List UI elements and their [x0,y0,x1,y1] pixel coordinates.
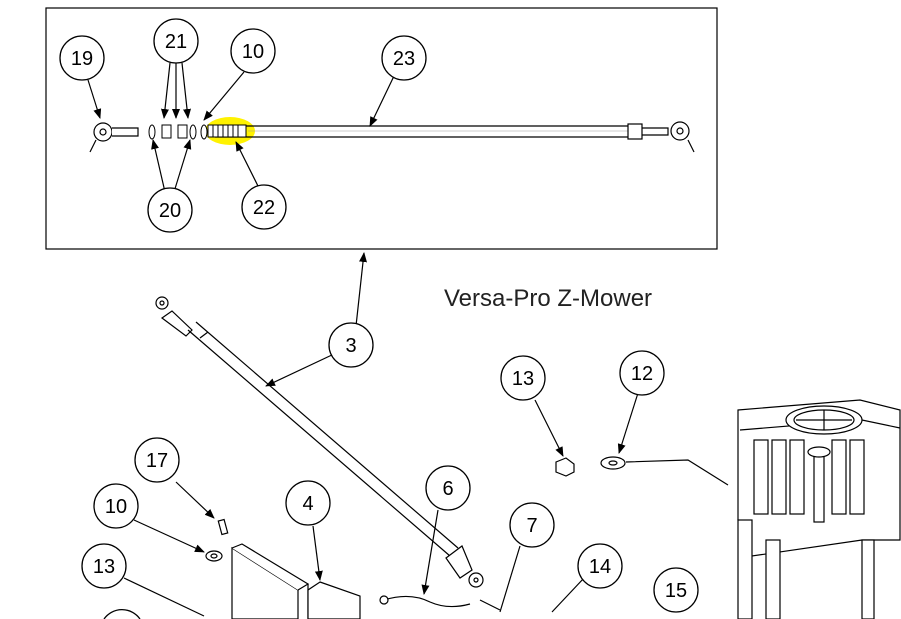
callout-21: 21 [153,18,199,64]
tie-rod-assembly [215,121,695,153]
callout-22-label: 22 [253,197,275,219]
callout-20: 20 [147,187,193,233]
lower-leaders [123,481,585,617]
rod-end-19 [89,122,139,153]
callout-19-label: 19 [71,48,93,70]
callout-13-lower-label: 13 [93,556,115,578]
tie-rod-3 [155,296,484,588]
threaded-rod-end-22 [207,124,247,138]
callout-17-label: 17 [146,450,168,472]
callout-10-inset: 10 [230,28,276,74]
callout-15-label: 15 [665,580,687,602]
callout-10-lower-label: 10 [105,496,127,518]
callout-4: 4 [285,480,331,526]
callout-17: 17 [134,437,180,483]
callout-13-upper-label: 13 [512,368,534,390]
callout-7-label: 7 [526,515,537,537]
callout-12: 12 [619,350,665,396]
callout-7: 7 [509,502,555,548]
callout-13-lower: 13 [81,543,127,589]
callout-3: 3 [328,322,374,368]
callout-21-label: 21 [165,31,187,53]
inset-leaders [87,62,395,193]
callout-3-label: 3 [345,335,356,357]
callout-22: 22 [241,184,287,230]
callout-10-lower: 10 [93,483,139,529]
callout-14: 14 [577,543,623,589]
detail-inset-frame [45,7,718,250]
callout-12-label: 12 [631,363,653,385]
callout-13-upper: 13 [500,355,546,401]
callout-15: 15 [653,567,699,613]
callout-23: 23 [381,35,427,81]
callout-23-label: 23 [393,48,415,70]
callout-20-label: 20 [159,200,181,222]
nuts-and-washers [148,124,208,140]
bracket-parts [205,518,471,619]
callout-6-label: 6 [442,478,453,500]
diagram-title: Versa-Pro Z-Mower [444,285,652,312]
hardware-leaders [534,392,639,457]
callout-14-label: 14 [589,556,611,578]
assembly-3-leaders [265,252,367,387]
callout-19: 19 [59,35,105,81]
callout-6: 6 [425,465,471,511]
callout-4-label: 4 [302,493,313,515]
callout-10-inset-label: 10 [242,41,264,63]
hardware-13-12 [555,456,729,486]
transmission-unit [737,399,901,619]
offscreen-callout-edge [103,609,141,619]
